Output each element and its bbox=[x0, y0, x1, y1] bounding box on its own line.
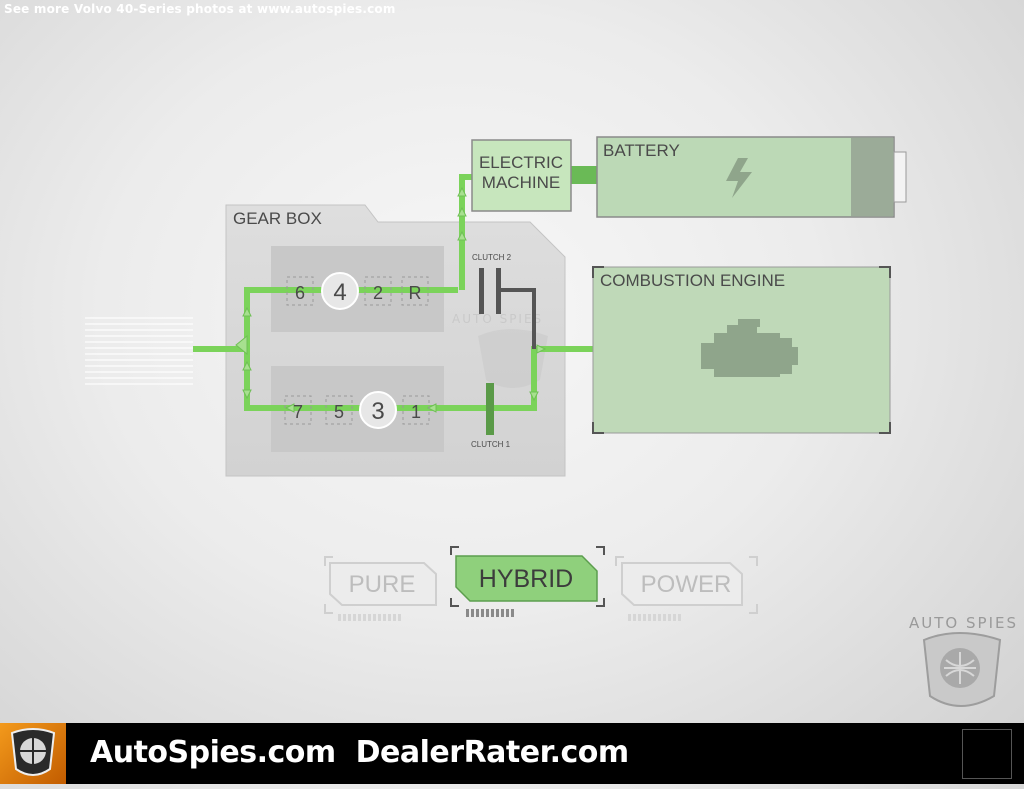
svg-text:AUTO SPIES: AUTO SPIES bbox=[452, 312, 543, 326]
mode-power-label: POWER bbox=[641, 571, 732, 598]
gear-4-active-circle bbox=[321, 272, 359, 310]
lower-gears: 7 5 3 1 bbox=[284, 391, 430, 429]
clutch-1: CLUTCH 1 bbox=[471, 383, 511, 449]
mode-hybrid-label: HYBRID bbox=[479, 565, 573, 593]
autospies-watermark-text: AUTO SPIES bbox=[909, 614, 1018, 632]
upper-gears: 6 4 2 R bbox=[286, 272, 429, 310]
engine-label: COMBUSTION ENGINE bbox=[600, 271, 785, 290]
clutch-2-label: CLUTCH 2 bbox=[472, 253, 512, 262]
mode-pure-label: PURE bbox=[349, 571, 416, 598]
gear-1-label: 1 bbox=[411, 402, 421, 422]
autospies-link[interactable]: AutoSpies.com bbox=[90, 735, 336, 770]
autospies-shield-logo bbox=[922, 632, 1002, 707]
clutch-2: CLUTCH 2 bbox=[472, 253, 536, 349]
corner-viewfinder-icon bbox=[962, 729, 1012, 779]
battery-box: BATTERY bbox=[596, 136, 907, 218]
inline-watermark: AUTO SPIES bbox=[452, 312, 548, 388]
hybrid-drivetrain-diagram: GEAR BOX AUTO SPIES 6 4 2 R bbox=[85, 136, 1002, 707]
mode-selector: PURE HYBRID bbox=[324, 546, 758, 621]
combustion-engine-box: COMBUSTION ENGINE bbox=[592, 266, 891, 434]
gearbox-label: GEAR BOX bbox=[233, 209, 322, 228]
footer-sites: AutoSpies.com DealerRater.com bbox=[90, 735, 649, 770]
gear-3-active-circle bbox=[359, 391, 397, 429]
battery-label: BATTERY bbox=[603, 141, 680, 160]
top-watermark: See more Volvo 40-Series photos at www.a… bbox=[4, 2, 396, 16]
lightning-bolt-icon bbox=[726, 158, 752, 198]
gear-5-label: 5 bbox=[334, 402, 344, 422]
gear-4-label: 4 bbox=[333, 279, 346, 306]
gear-3-label: 3 bbox=[371, 398, 384, 425]
clutch-1-label: CLUTCH 1 bbox=[471, 440, 511, 449]
engine-icon bbox=[701, 319, 798, 377]
electric-machine-box: ELECTRIC MACHINE bbox=[471, 139, 572, 212]
gear-2-label: 2 bbox=[373, 283, 383, 303]
mode-pure-button[interactable]: PURE bbox=[324, 556, 437, 621]
flow-arrows bbox=[235, 186, 547, 413]
gear-7-label: 7 bbox=[293, 402, 303, 422]
mode-power-button[interactable]: POWER bbox=[615, 556, 758, 621]
autospies-logo bbox=[0, 723, 66, 784]
electric-machine-label-line1: ELECTRIC bbox=[479, 153, 563, 172]
output-motion-lines bbox=[85, 317, 193, 385]
footer-bar: AutoSpies.com DealerRater.com bbox=[0, 723, 1024, 784]
mode-hybrid-button[interactable]: HYBRID bbox=[450, 546, 605, 617]
gear-r-label: R bbox=[409, 283, 422, 303]
dealerrater-link[interactable]: DealerRater.com bbox=[355, 735, 630, 770]
gear-6-label: 6 bbox=[295, 283, 305, 303]
electric-machine-label-line2: MACHINE bbox=[482, 173, 560, 192]
